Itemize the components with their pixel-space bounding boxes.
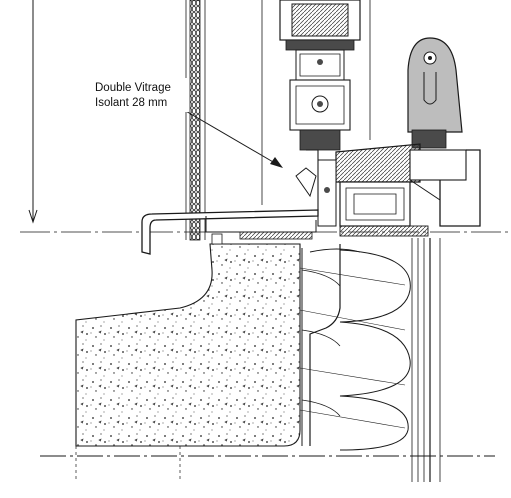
annotation-line-2: Isolant 28 mm — [95, 97, 167, 109]
leader-arrow — [183, 109, 283, 168]
glazing-annotation: Double Vitrage Isolant 28 mm — [92, 78, 188, 112]
window-sill-frame — [317, 143, 481, 237]
window-sash — [279, 0, 361, 151]
concrete-slab — [75, 243, 301, 480]
wall-face — [185, 0, 263, 241]
dimension-line — [28, 0, 38, 224]
window-handle — [369, 0, 463, 149]
interior-sill-profile — [141, 149, 319, 255]
annotation-line-1: Double Vitrage — [95, 82, 171, 94]
floor-reference-lines — [20, 231, 511, 457]
insulation-layer — [299, 238, 441, 482]
